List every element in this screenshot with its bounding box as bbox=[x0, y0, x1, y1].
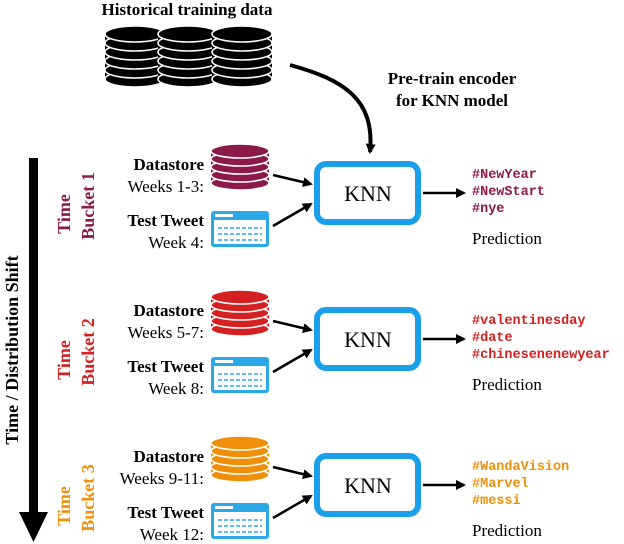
bucket-2-time-label: Time bbox=[54, 340, 74, 380]
bucket-2-knn-label: KNN bbox=[344, 327, 392, 352]
bucket-1-datastore-label: Datastore bbox=[134, 155, 205, 174]
bucket-2-prediction-label: Prediction bbox=[472, 375, 542, 394]
bucket-2-tweet-icon bbox=[211, 357, 269, 393]
time-axis-label: Time / Distribution Shift bbox=[2, 255, 22, 444]
bucket-1-name-label: Bucket 1 bbox=[78, 172, 98, 240]
bucket-3-datastore-label: Datastore bbox=[134, 447, 205, 466]
bucket-1-hashtag-3: #nye bbox=[472, 202, 504, 217]
bucket-2-hashtag-2: #date bbox=[472, 331, 513, 346]
bucket-3-knn-box: KNN bbox=[314, 453, 421, 517]
bucket-1-hashtag-1: #NewYear bbox=[472, 168, 537, 183]
bucket-1-datastore-arrow bbox=[272, 173, 313, 188]
bucket-3-tweet-arrow bbox=[272, 494, 313, 520]
bucket-1-test-week: Week 4: bbox=[148, 233, 204, 252]
bucket-1-prediction-label: Prediction bbox=[472, 229, 542, 248]
bucket-2-tweet-arrow bbox=[272, 348, 313, 374]
bucket-2-hashtag-1: #valentinesday bbox=[472, 314, 585, 329]
bucket-3-prediction-label: Prediction bbox=[472, 521, 542, 540]
historical-database-icons bbox=[104, 25, 273, 88]
bucket-2-datastore-arrow bbox=[272, 319, 313, 334]
bucket-1-time-label: Time bbox=[54, 194, 74, 234]
pretrain-label-line2: for KNN model bbox=[396, 91, 508, 110]
pretrain-arrow bbox=[289, 63, 376, 154]
bucket-3-name-label: Bucket 3 bbox=[78, 464, 98, 532]
bucket-2-test-tweet-label: Test Tweet bbox=[127, 357, 204, 376]
bucket-1-knn-label: KNN bbox=[344, 181, 392, 206]
bucket-2-datastore-icon bbox=[210, 289, 270, 337]
bucket-1-tweet-arrow bbox=[272, 202, 313, 228]
bucket-3-time-label: Time bbox=[54, 486, 74, 526]
bucket-2-test-week: Week 8: bbox=[148, 379, 204, 398]
historical-database-icon-2 bbox=[157, 25, 219, 88]
bucket-2-hashtag-3: #chinesenenewyear bbox=[472, 348, 610, 363]
pretrain-label-line1: Pre-train encoder bbox=[388, 69, 517, 88]
bucket-2-datastore-weeks: Weeks 5-7: bbox=[127, 323, 204, 342]
bucket-3-test-week: Week 12: bbox=[140, 525, 204, 544]
bucket-2-name-label: Bucket 2 bbox=[78, 318, 98, 386]
bucket-3-test-tweet-label: Test Tweet bbox=[127, 503, 204, 522]
time-axis-arrow bbox=[19, 158, 48, 542]
bucket-3-hashtag-2: #Marvel bbox=[472, 477, 529, 492]
historical-database-icon-3 bbox=[211, 25, 273, 88]
bucket-3-hashtag-3: #messi bbox=[472, 494, 521, 509]
bucket-1-datastore-icon bbox=[210, 143, 270, 191]
bucket-3-datastore-icon bbox=[210, 435, 270, 483]
historical-data-title: Historical training data bbox=[102, 0, 273, 19]
bucket-1-tweet-icon bbox=[211, 211, 269, 247]
bucket-3-datastore-weeks: Weeks 9-11: bbox=[120, 469, 204, 488]
bucket-1-knn-box: KNN bbox=[314, 161, 421, 225]
bucket-1-test-tweet-label: Test Tweet bbox=[127, 211, 204, 230]
bucket-2-knn-box: KNN bbox=[314, 307, 421, 371]
bucket-1-hashtag-2: #NewStart bbox=[472, 185, 545, 200]
bucket-1-datastore-weeks: Weeks 1-3: bbox=[127, 177, 204, 196]
bucket-3-tweet-icon bbox=[211, 503, 269, 539]
bucket-3-knn-label: KNN bbox=[344, 473, 392, 498]
bucket-3-datastore-arrow bbox=[272, 465, 313, 480]
bucket-2-datastore-label: Datastore bbox=[134, 301, 205, 320]
historical-database-icon-1 bbox=[104, 25, 166, 88]
bucket-3-hashtag-1: #WandaVision bbox=[472, 460, 569, 475]
